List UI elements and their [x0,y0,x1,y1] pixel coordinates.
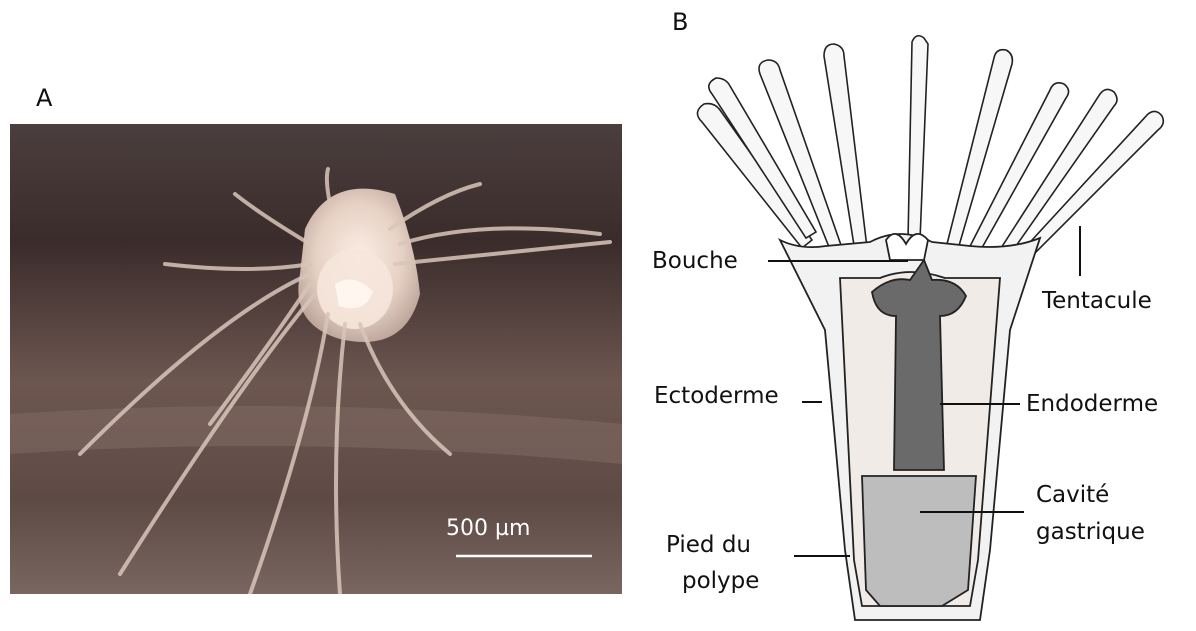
label-endoderme: Endoderme [1026,389,1158,419]
label-cavite-line2: gastrique [1036,517,1145,547]
polyp-micrograph: 500 µm [10,124,622,594]
tentacles-drawing [697,36,1163,266]
scale-bar-label: 500 µm [446,516,530,541]
label-cavite-line1: Cavité [1036,480,1109,510]
label-bouche: Bouche [652,246,738,276]
label-pied-line2: polype [682,566,759,596]
label-tentacule: Tentacule [1042,286,1152,316]
label-pied-line1: Pied du [666,530,751,560]
polyp-body-drawing [780,234,1040,620]
panel-a-letter: A [36,84,52,112]
label-ectoderme: Ectoderme [654,381,779,411]
